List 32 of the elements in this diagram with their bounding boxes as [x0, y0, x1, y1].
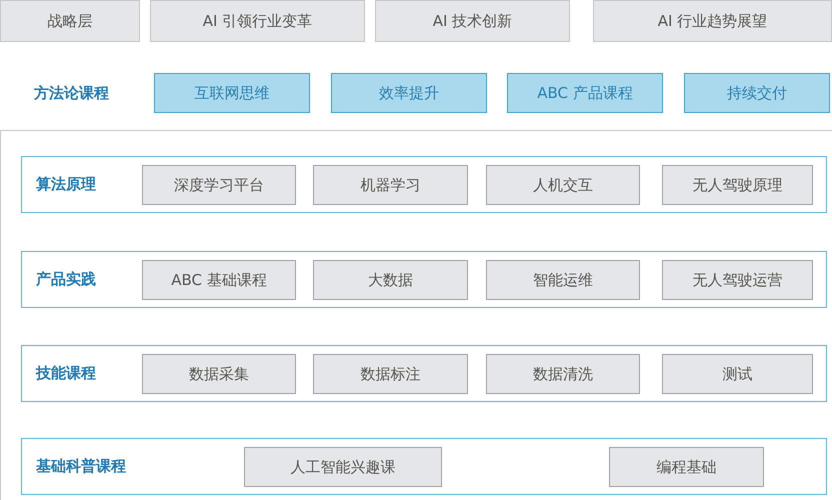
course-box: 机器学习: [313, 165, 468, 205]
course-box: 数据采集: [142, 354, 296, 394]
course-box: 深度学习平台: [142, 165, 296, 205]
band-heading: 基础科普课程: [36, 456, 126, 477]
method-course-box: 互联网思维: [154, 73, 310, 113]
course-box: ABC 基础课程: [142, 260, 296, 300]
strategy-box: AI 行业趋势展望: [593, 0, 832, 42]
course-box: 数据清洗: [486, 354, 640, 394]
course-box: 智能运维: [486, 260, 640, 300]
course-box: 人机交互: [486, 165, 640, 205]
course-box: 无人驾驶运营: [662, 260, 813, 300]
method-course-box: 效率提升: [331, 73, 487, 113]
course-band: [21, 438, 827, 495]
row-heading: 方法论课程: [34, 84, 109, 103]
course-box: 测试: [662, 354, 813, 394]
method-course-box: ABC 产品课程: [507, 73, 663, 113]
course-box: 大数据: [313, 260, 468, 300]
strategy-box: AI 引领行业变革: [150, 0, 365, 42]
strategy-box: AI 技术创新: [375, 0, 570, 42]
course-box: 编程基础: [609, 447, 764, 487]
band-heading: 产品实践: [36, 269, 96, 290]
course-band: [21, 156, 827, 213]
course-band: [21, 251, 827, 308]
course-box: 人工智能兴趣课: [244, 447, 442, 487]
method-course-box: 持续交付: [684, 73, 830, 113]
strategy-box: 战略层: [0, 0, 140, 42]
course-band: [21, 345, 827, 402]
band-heading: 算法原理: [36, 174, 96, 195]
course-box: 无人驾驶原理: [662, 165, 813, 205]
course-box: 数据标注: [313, 354, 468, 394]
course-panel: [0, 130, 832, 500]
band-heading: 技能课程: [36, 363, 96, 384]
